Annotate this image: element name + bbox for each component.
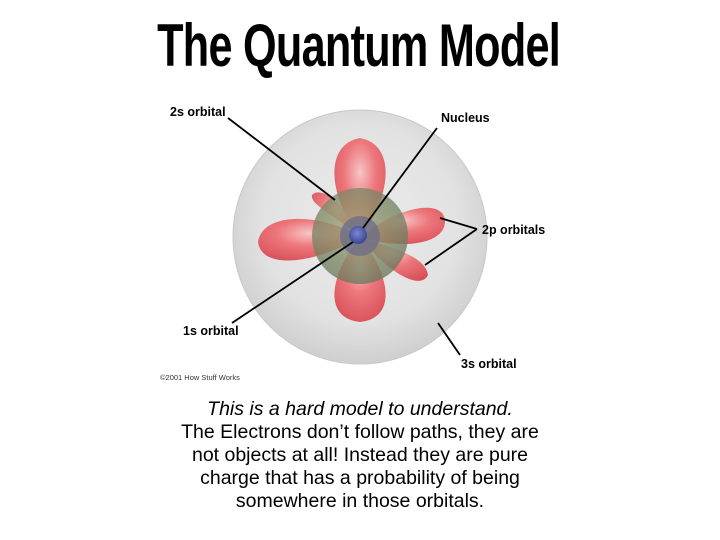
nucleus-dot <box>349 226 367 244</box>
label-nucleus: Nucleus <box>441 111 490 125</box>
copyright-note: ©2001 How Stuff Works <box>160 373 240 382</box>
caption-line-4: charge that has a probability of being <box>110 467 610 490</box>
label-2p-orbitals: 2p orbitals <box>482 223 545 237</box>
caption-line-5: somewhere in those orbitals. <box>110 490 610 513</box>
label-2s-orbital: 2s orbital <box>170 105 226 119</box>
caption: This is a hard model to understand. The … <box>110 398 610 513</box>
label-1s-orbital: 1s orbital <box>183 324 239 338</box>
caption-line-3: not objects at all! Instead they are pur… <box>110 444 610 467</box>
caption-line-1: This is a hard model to understand. <box>110 398 610 421</box>
label-3s-orbital: 3s orbital <box>461 357 517 371</box>
caption-line-2: The Electrons don’t follow paths, they a… <box>110 421 610 444</box>
